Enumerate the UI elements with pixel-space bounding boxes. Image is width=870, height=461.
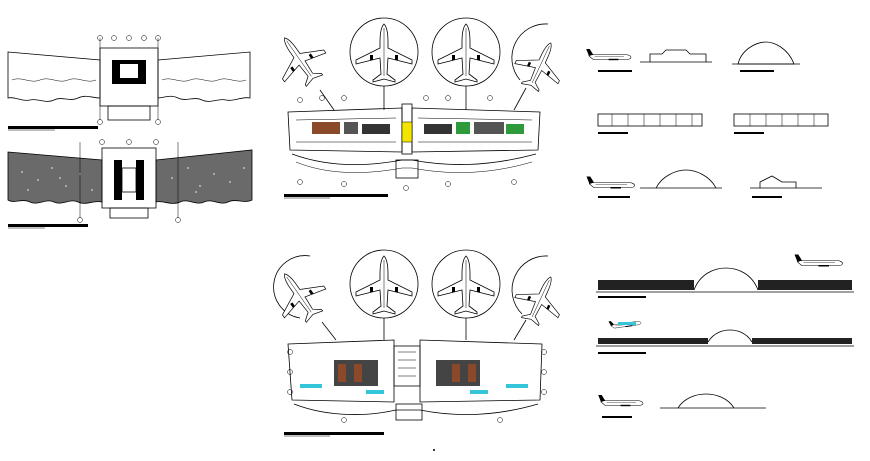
airplane-icon xyxy=(507,266,573,333)
upper-floor-plan-small xyxy=(7,139,253,229)
airplane-icon xyxy=(585,48,632,61)
airplane-icon xyxy=(355,255,413,315)
airplane-icon xyxy=(263,22,336,96)
ground-floor-plan-small xyxy=(7,35,251,131)
elevations xyxy=(585,41,854,418)
airplane-icon xyxy=(437,23,495,83)
airplane-icon xyxy=(507,32,573,99)
airplane-icon xyxy=(597,394,644,407)
terminal-plan-apron-2 xyxy=(263,249,573,451)
airplane-icon xyxy=(586,176,635,189)
airplane-icon xyxy=(437,255,495,315)
terminal-plan-apron-1 xyxy=(263,17,573,199)
airplane-icon xyxy=(794,254,843,267)
airplane-icon xyxy=(355,23,413,83)
